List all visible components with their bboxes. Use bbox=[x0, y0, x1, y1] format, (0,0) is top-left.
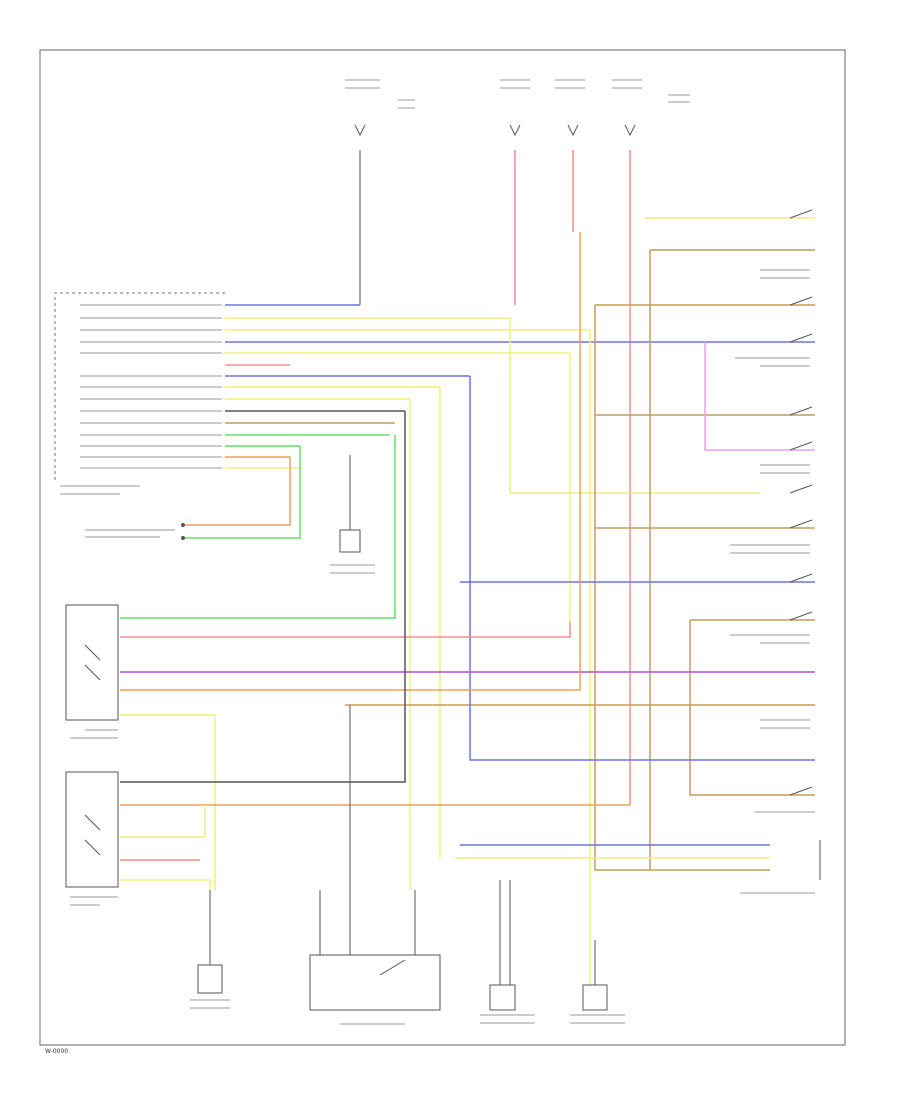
footer-code: W-0000 bbox=[45, 1048, 68, 1055]
connector-pin-icon bbox=[181, 536, 185, 540]
brown-wires-right bbox=[345, 249, 815, 871]
diagram-frame bbox=[39, 49, 846, 1046]
relay-1-wires bbox=[120, 232, 815, 890]
right-component-labels bbox=[730, 269, 815, 894]
ground-symbol-icon bbox=[339, 529, 361, 553]
switch-contact-icon bbox=[789, 209, 821, 880]
bottom-component-labels bbox=[70, 529, 625, 1025]
yellow-bus bbox=[409, 217, 815, 985]
relay-1-box bbox=[65, 604, 119, 721]
orange-wire-left bbox=[185, 457, 291, 526]
relay-2-switch-icon bbox=[84, 814, 101, 856]
bottom-ground-symbols bbox=[197, 705, 608, 1011]
connector-pin-icon bbox=[181, 523, 185, 527]
fuse-feeds bbox=[345, 79, 690, 137]
pink-wire bbox=[704, 342, 815, 451]
control-unit-wires bbox=[225, 304, 815, 469]
blue-wire-right bbox=[469, 376, 815, 761]
relay-2-wires bbox=[120, 411, 630, 890]
control-unit-box bbox=[54, 292, 225, 480]
green-wire-left bbox=[185, 446, 301, 539]
relay-2-box bbox=[65, 771, 119, 888]
control-unit-pin-labels bbox=[60, 304, 222, 495]
relay-1-switch-icon bbox=[84, 644, 101, 681]
